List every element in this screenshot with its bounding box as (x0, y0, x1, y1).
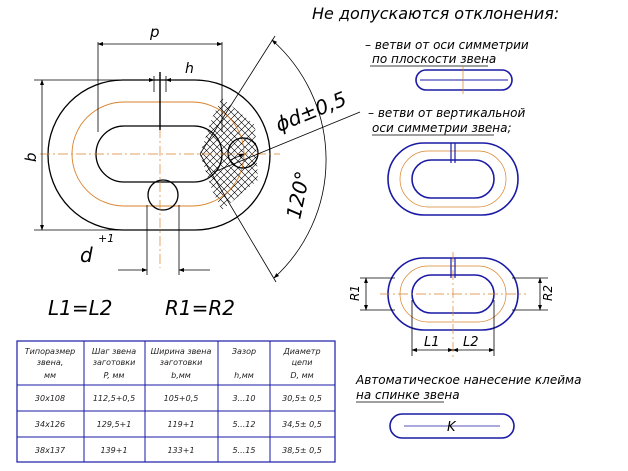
equality-r: R1=R2 (165, 296, 235, 320)
weld-gap-circle (147, 179, 179, 211)
dim-p-label: p (149, 23, 160, 41)
cell-r3-c5: 38,5± 0,5 (282, 446, 322, 455)
drawing-title: Не допускаются отклонения: (312, 4, 559, 23)
th-gap-1: Зазор (232, 347, 256, 356)
cell-r2-c5: 34,5± 0,5 (282, 420, 322, 429)
dim-phi-d-label: ϕd±0,5 (272, 86, 350, 136)
cell-r3-c4: 5...15 (233, 446, 256, 455)
dim-d: d +1 (80, 205, 210, 275)
main-link (40, 35, 280, 283)
th-width-1: Ширина звена (151, 347, 212, 356)
dim-angle-label: 120° (281, 169, 314, 221)
th-size-2: звена, (37, 358, 64, 367)
cell-r3-c3: 133+1 (167, 446, 194, 455)
l2-label: L2 (463, 335, 479, 350)
cell-r1-c5: 30,5± 0,5 (282, 394, 322, 403)
dim-d-tolerance: +1 (98, 232, 114, 245)
cell-r2-c3: 119+1 (167, 420, 194, 429)
th-size-1: Типоразмер (25, 347, 75, 356)
stamp-note-line2: на спинке звена (356, 388, 460, 402)
section-circle (227, 137, 259, 169)
side-view-link (415, 66, 513, 94)
th-diam-1: Диаметр (282, 347, 320, 356)
parameters-table: Типоразмер звена, мм Шаг звена заготовки… (16, 340, 336, 463)
th-size-3: мм (44, 371, 56, 380)
note1-line2: по плоскости звена (372, 52, 496, 66)
stamp-note-line1: Автоматическое нанесение клейма (355, 373, 581, 387)
th-pitch-1: Шаг звена (92, 347, 136, 356)
stamp-k-label: K (447, 420, 457, 435)
cell-r3-c2: 139+1 (100, 446, 127, 455)
r2-label: R2 (541, 285, 555, 301)
cell-r1-c1: 30х108 (35, 394, 65, 403)
note2-line1: – ветви от вертикальной (368, 106, 525, 120)
link-outer-contour (47, 79, 271, 231)
th-width-3: b,мм (171, 371, 191, 380)
note2-line2: оси симметрии звена; (372, 121, 512, 135)
cell-r1-c2: 112,5+0,5 (93, 394, 135, 403)
dim-b-label: b (22, 152, 40, 162)
cell-r1-c3: 105+0,5 (164, 394, 199, 403)
r1-label: R1 (348, 285, 362, 301)
th-diam-3: D, мм (290, 371, 313, 380)
dim-h: h (128, 61, 200, 92)
th-diam-2: цепи (292, 358, 313, 367)
cell-r2-c2: 129,5+1 (97, 420, 132, 429)
cell-r3-c1: 38х137 (35, 446, 66, 455)
front-view-link (387, 142, 519, 216)
stamped-link: K (389, 413, 515, 439)
l1-label: L1 (424, 335, 440, 350)
cell-r1-c4: 3...10 (233, 394, 256, 403)
cell-r2-c1: 34х126 (35, 420, 65, 429)
cell-r2-c4: 5...12 (233, 420, 256, 429)
equality-l: L1=L2 (48, 296, 113, 320)
dim-angle: 120° (271, 39, 327, 279)
th-width-2: заготовки (160, 358, 203, 367)
dim-b: b (22, 79, 120, 231)
th-gap-3: h,мм (234, 371, 254, 380)
dim-d-label: d (80, 243, 93, 267)
measurement-link: R1 R2 L1 L2 (348, 252, 555, 360)
th-pitch-2: заготовки (93, 358, 136, 367)
th-pitch-3: P, мм (104, 371, 125, 380)
note1-line1: – ветви от оси симметрии (365, 38, 529, 52)
dim-p: p (97, 23, 223, 132)
dim-h-label: h (185, 61, 194, 77)
